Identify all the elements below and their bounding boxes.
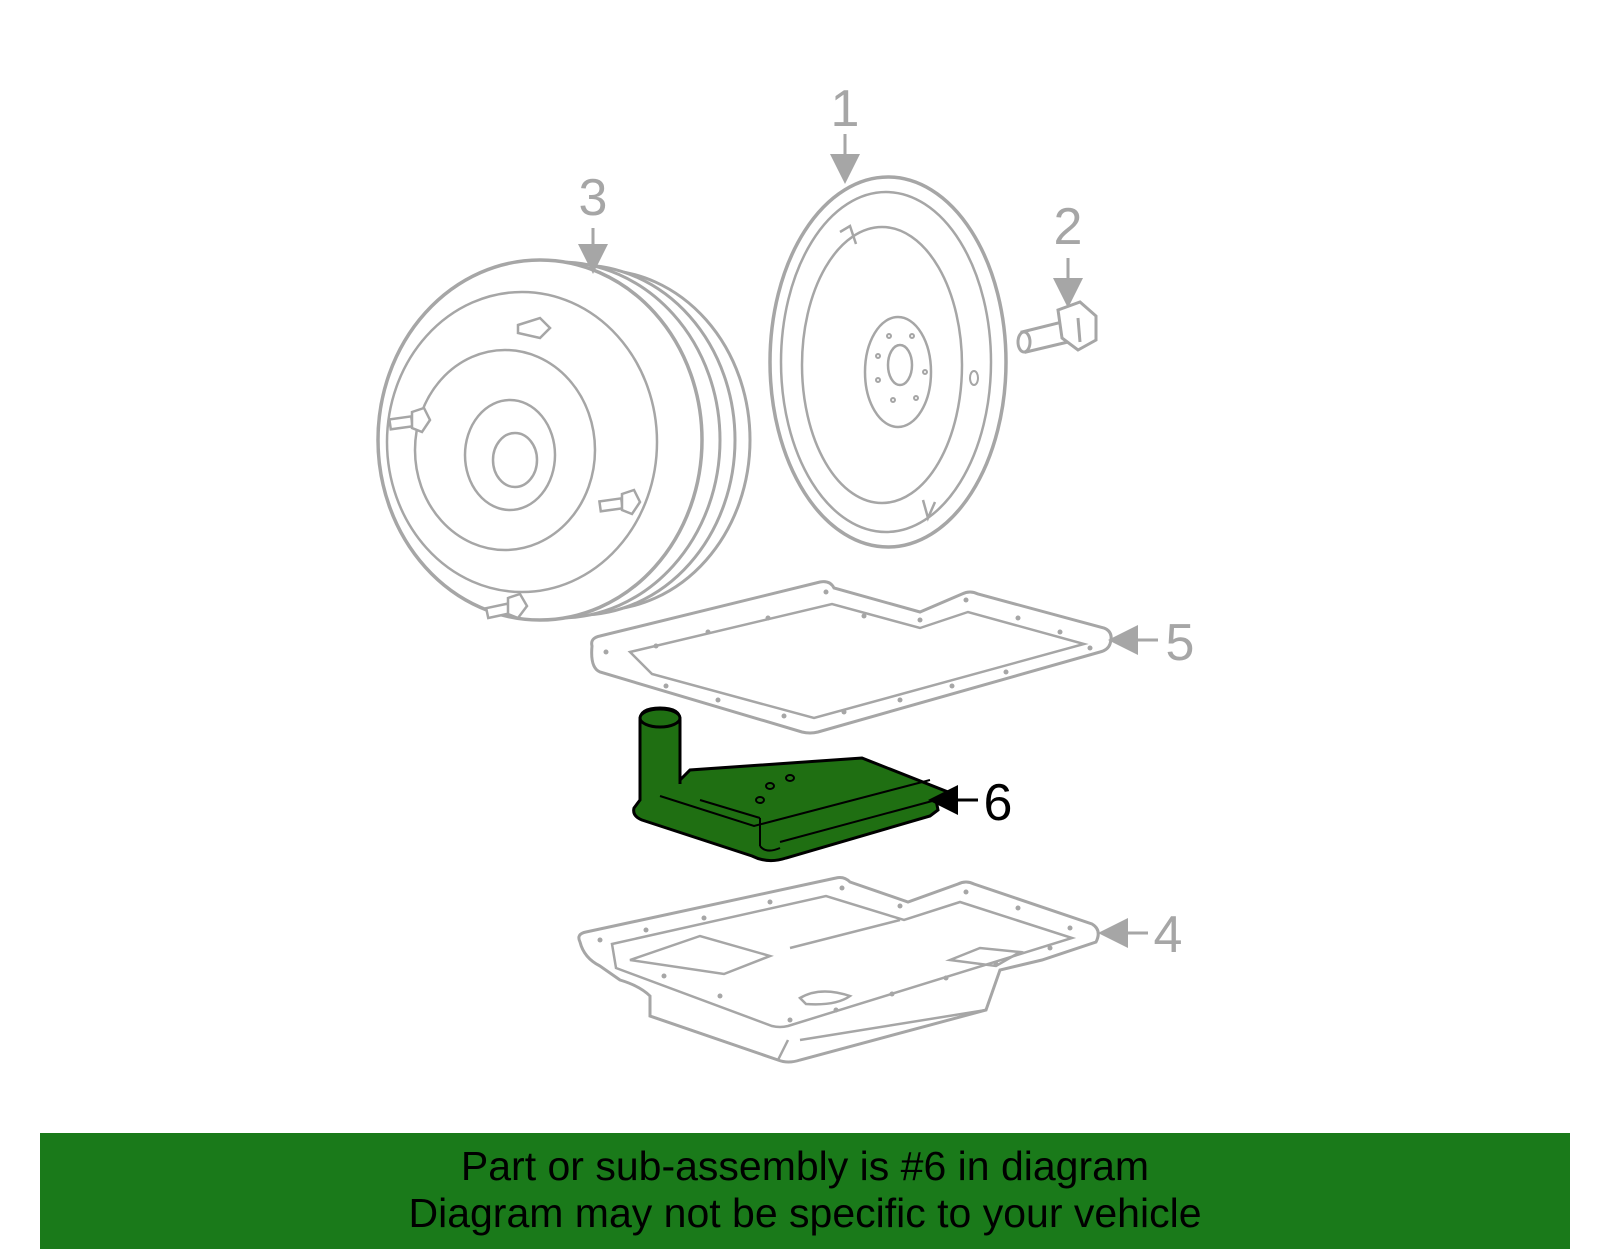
flexplate-bolt-holes <box>875 333 928 403</box>
torque-converter <box>376 258 752 622</box>
callout-5: 5 <box>1166 614 1195 672</box>
callout-6: 6 <box>984 774 1013 832</box>
banner-line-1: Part or sub-assembly is #6 in diagram <box>460 1143 1150 1189</box>
callout-2: 2 <box>1054 198 1083 256</box>
banner-line-2: Diagram may not be specific to your vehi… <box>408 1190 1202 1236</box>
callout-3: 3 <box>579 169 608 227</box>
transmission-oil-pan <box>577 876 1100 1064</box>
callout-1: 1 <box>831 80 860 138</box>
flexplate <box>768 175 1008 549</box>
callout-leaders <box>578 134 1158 948</box>
part-notice-banner: Part or sub-assembly is #6 in diagram Di… <box>40 1133 1570 1249</box>
callout-4: 4 <box>1154 906 1183 964</box>
gasket-bolt-holes <box>603 589 1093 719</box>
converter-stud <box>387 316 642 620</box>
oil-pan-gasket <box>590 580 1113 735</box>
transmission-filter <box>632 706 952 863</box>
pan-bolt-holes <box>597 885 1073 1023</box>
flexplate-bolt <box>1016 300 1098 354</box>
